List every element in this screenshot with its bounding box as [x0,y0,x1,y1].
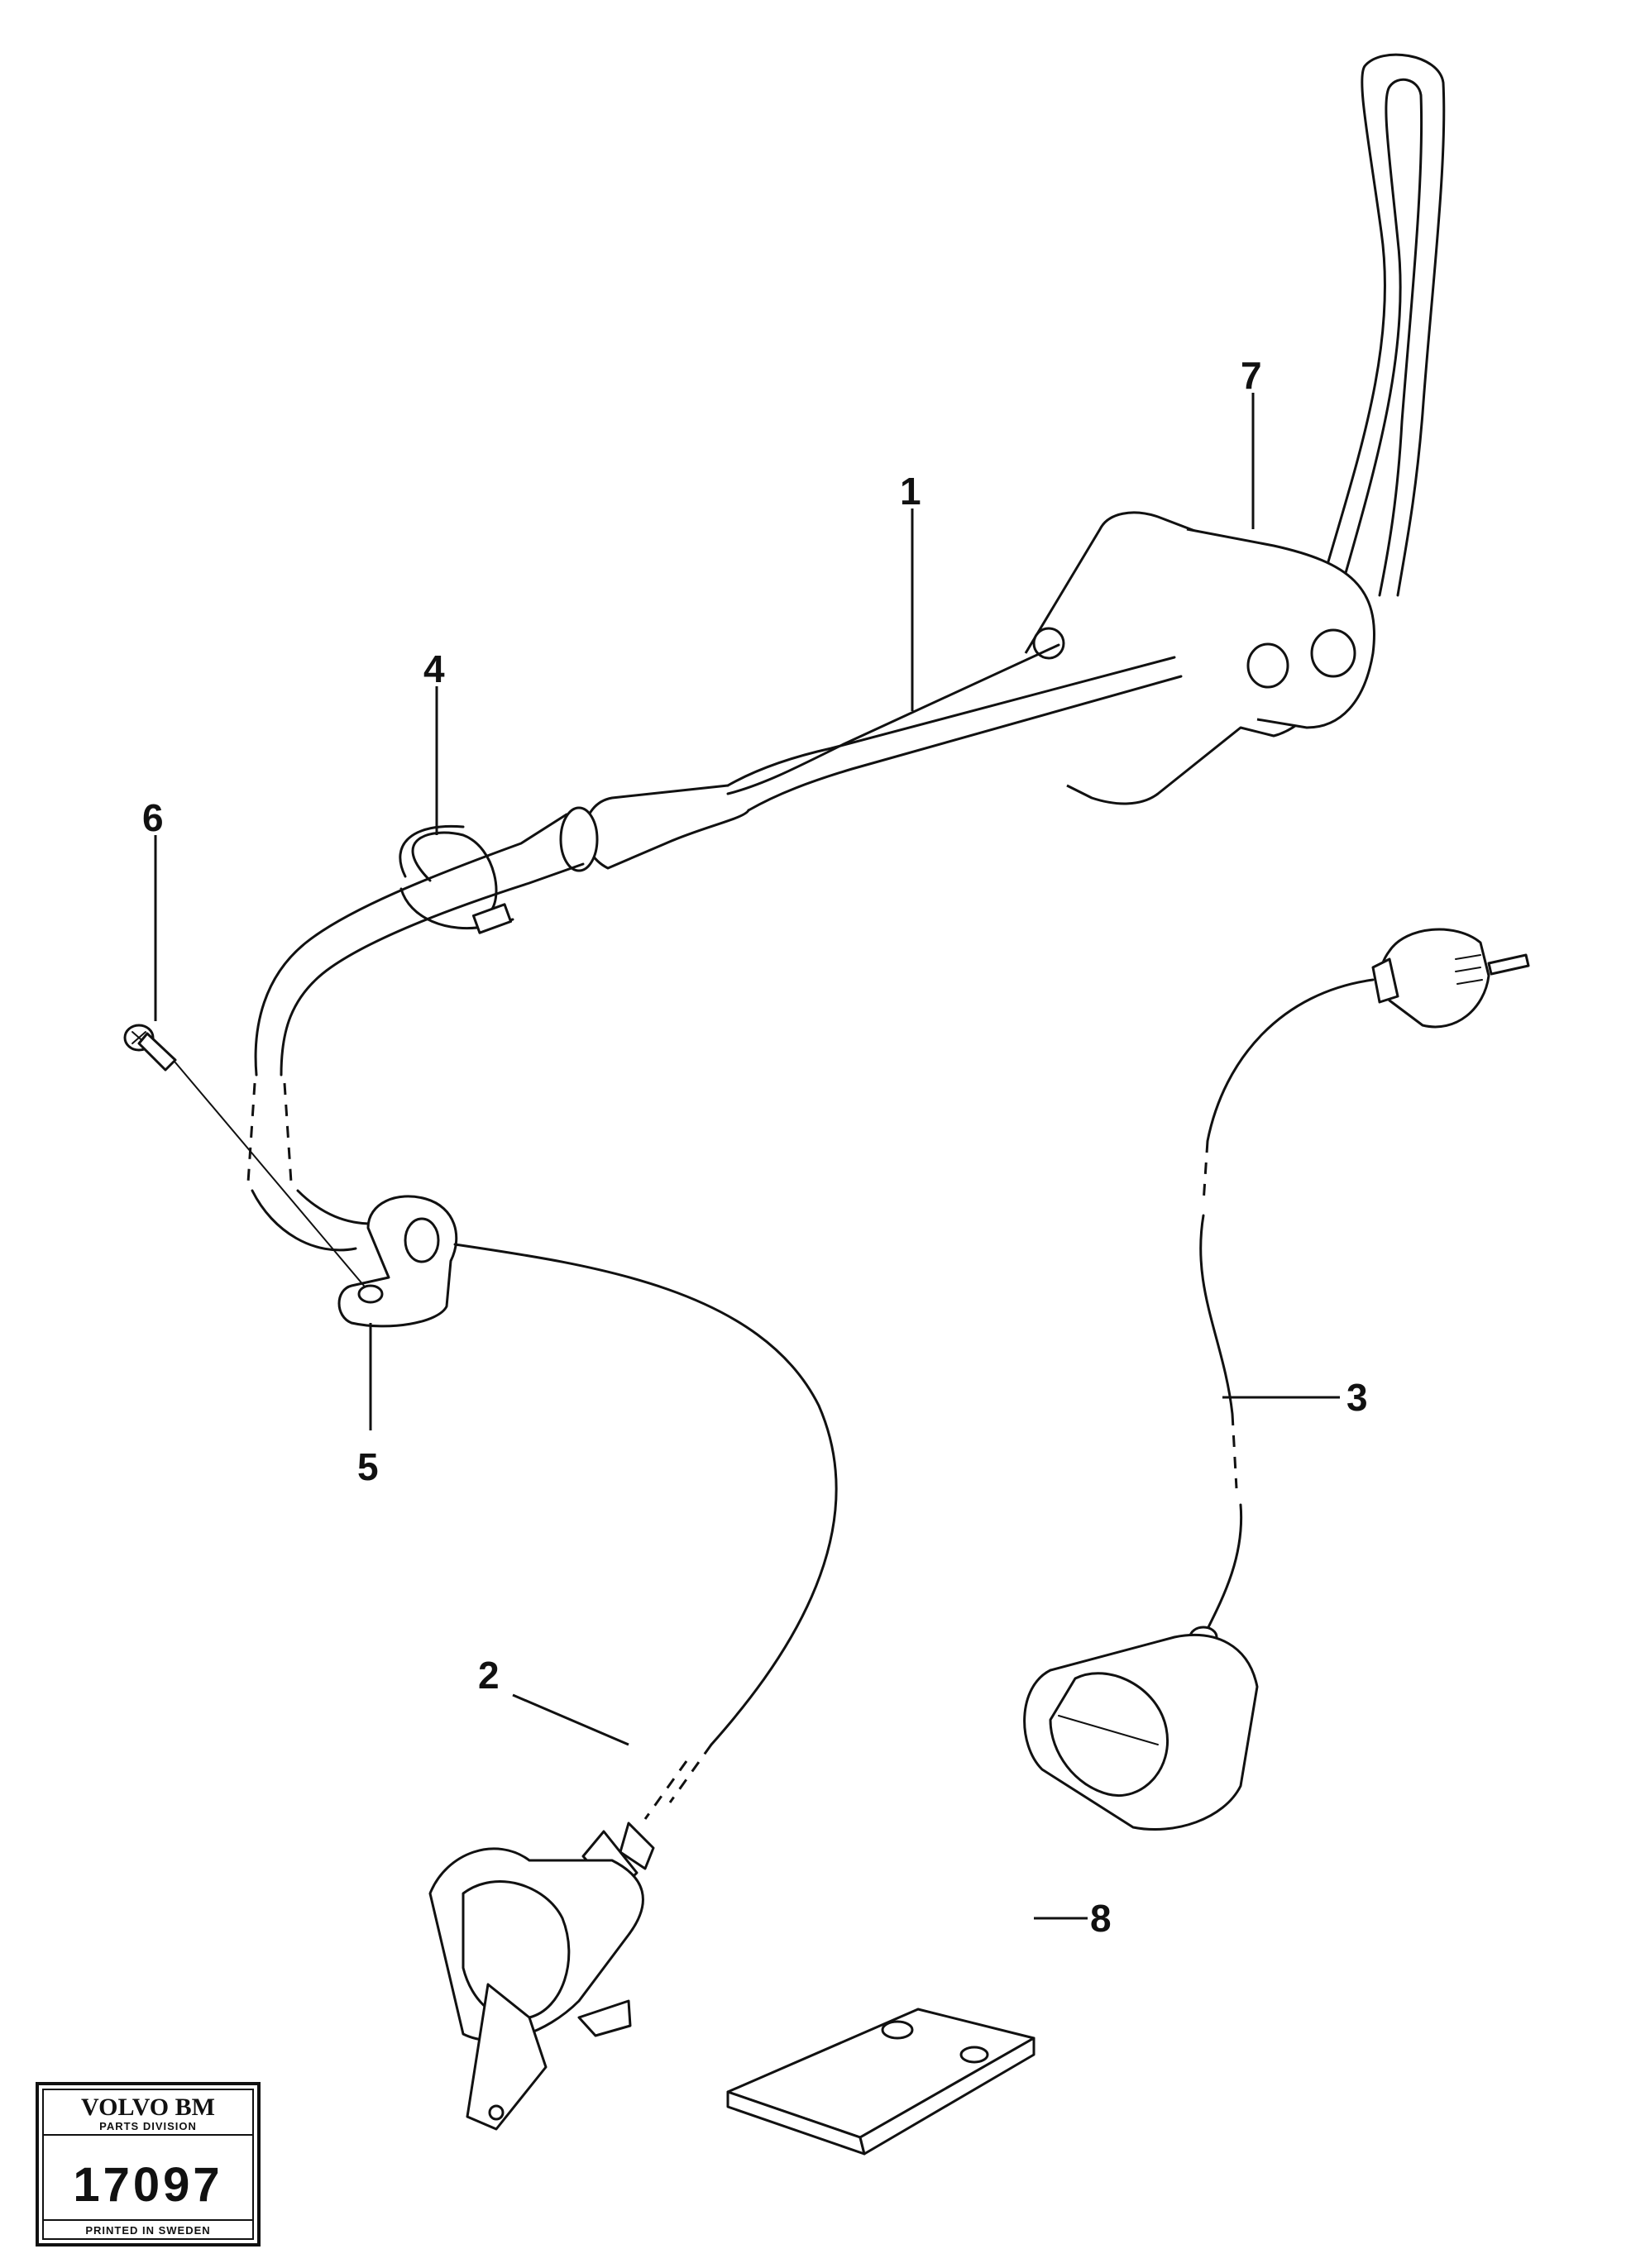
stamp-number: 17097 [73,2158,222,2212]
mounting-flange [1024,511,1375,805]
stamp-brand: VOLVO BM [81,2094,215,2121]
heater-element-loop [1322,53,1446,597]
extension-cable-part-3 [1023,928,1530,1831]
pad-part-8 [726,2008,1036,2156]
callout-3: 3 [1346,1376,1368,1419]
stamp-printed: PRINTED IN SWEDEN [85,2224,210,2237]
screw [123,1024,365,1287]
callout-8: 8 [1090,1897,1112,1940]
cable-part-2 [453,1243,838,1746]
callout-4: 4 [423,647,445,690]
leader-2 [512,1693,629,1746]
callout-7: 7 [1241,354,1262,397]
callout-2: 2 [478,1654,500,1697]
callout-6: 6 [142,796,164,839]
callout-1: 1 [900,470,921,513]
cable-heating-rod [246,643,1183,1252]
socket-part-2 [428,1822,655,2131]
callout-5: 5 [357,1445,379,1488]
p-clamp [337,1195,458,1328]
stamp-division: PARTS DIVISION [99,2120,197,2132]
volvo-bm-stamp: VOLVO BM PARTS DIVISION 17097 PRINTED IN… [36,2082,261,2247]
clamp-band [399,824,514,934]
